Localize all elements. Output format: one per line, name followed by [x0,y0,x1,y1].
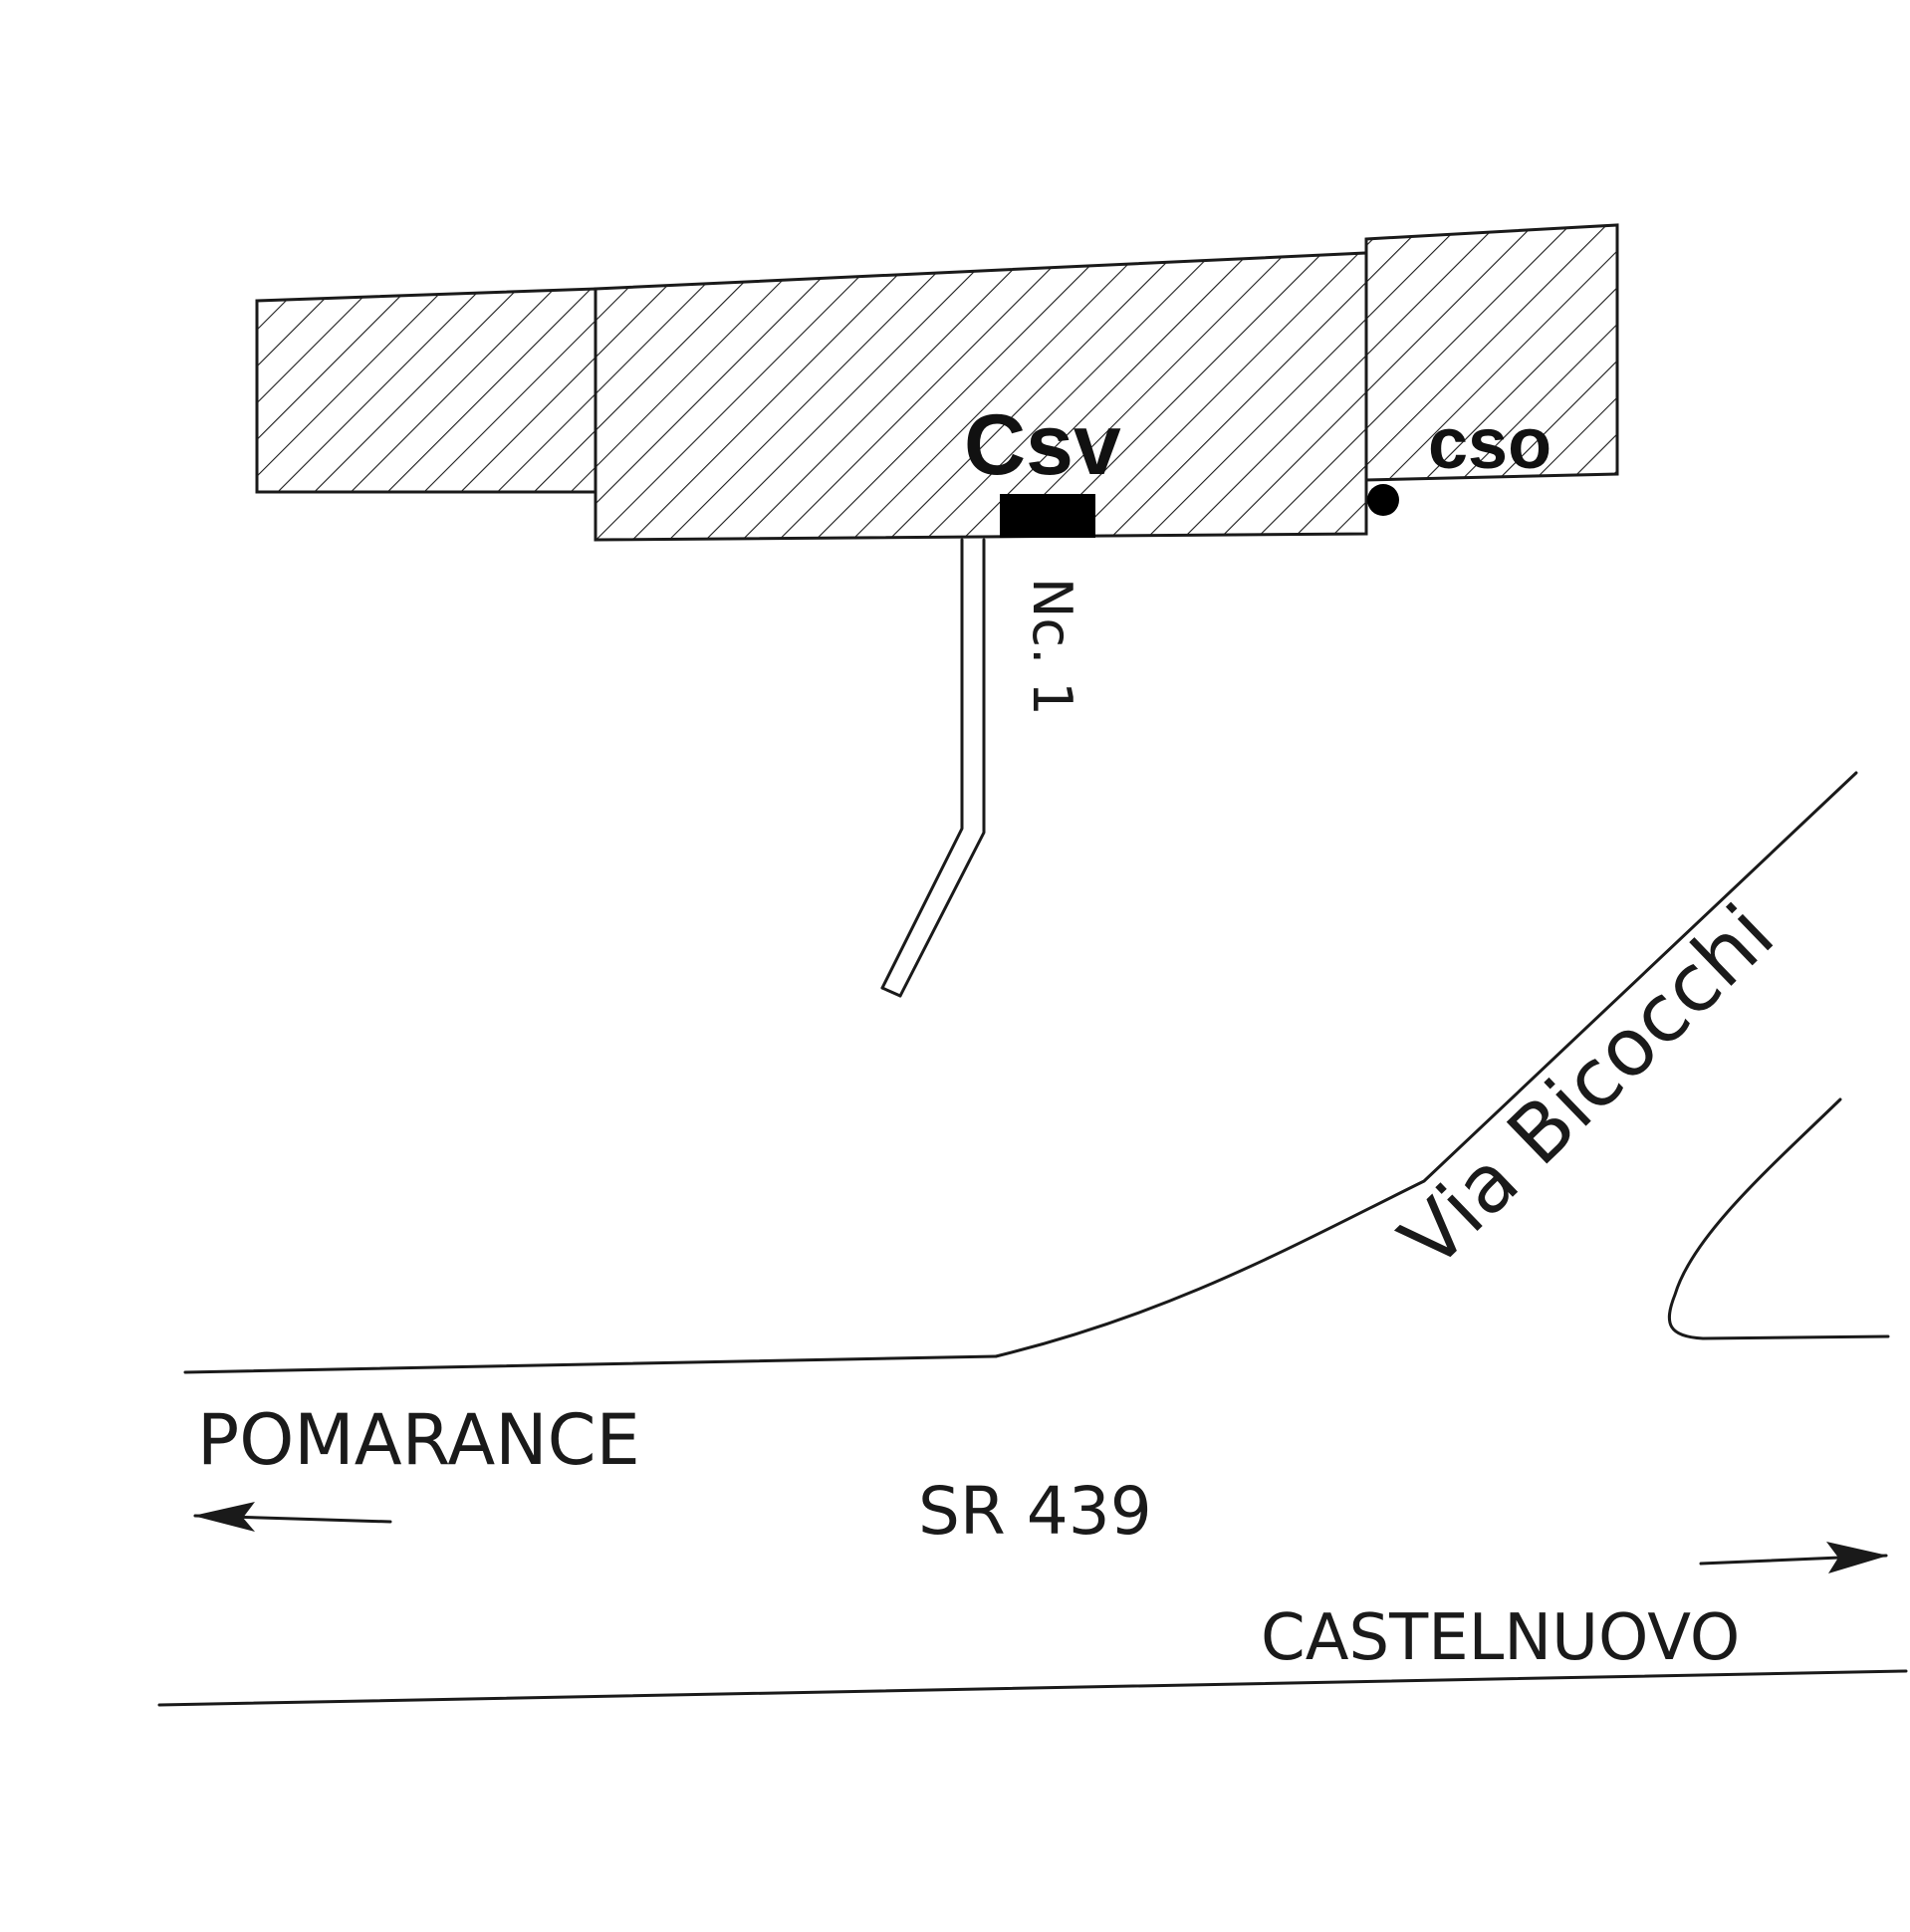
cso-label: cso [1428,404,1552,484]
csv-marker-icon [1000,494,1095,538]
via-bicocchi-road [994,771,1890,1358]
access-path [880,538,986,998]
building-block [255,223,1619,542]
building-left-wing [255,287,597,494]
castelnuovo-label: CASTELNUOVO [1261,1601,1740,1675]
arrow-right-icon [1699,1542,1888,1573]
main-road-lower-edge [157,1669,1908,1707]
cso-marker-icon [1367,484,1399,516]
main-road [157,1354,1908,1707]
csv-label: Csv [964,397,1121,493]
arrow-left-icon [193,1502,392,1532]
road-label: SR 439 [918,1473,1152,1550]
building-main [594,251,1368,542]
house-number-label: Nc. 1 [1021,578,1083,716]
main-road-upper-edge [183,1354,998,1374]
pomarance-label: POMARANCE [197,1399,640,1481]
